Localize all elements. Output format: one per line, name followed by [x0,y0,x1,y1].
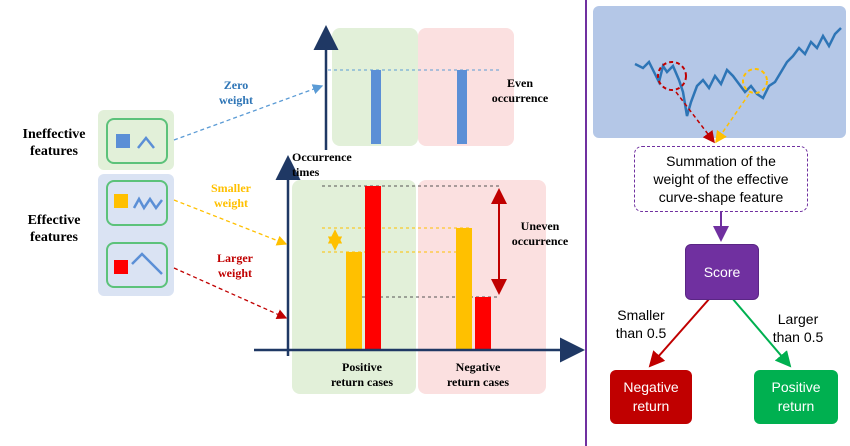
larger-weight-arrow [173,267,288,320]
smaller-weight-feature-card [106,180,168,226]
summation-box: Summation of the weight of the effective… [634,146,808,212]
bar-negative-red [475,297,491,350]
yellow-highlight-circle [742,68,768,94]
weight-diagram-svg [173,25,585,394]
score-to-positive-arrow [731,297,792,368]
top-bar-positive [371,70,381,144]
bar-positive-yellow [346,252,362,350]
effective-feature-panel [98,174,174,296]
ineffective-feature-card [106,118,168,164]
flow-connectors [648,91,792,368]
price-curve-line [634,27,842,117]
top-bar-negative [457,70,467,144]
negative-region [418,180,546,394]
vertical-divider [585,0,587,446]
yellow-shape-icon [114,194,163,211]
red-curve-to-summation-arrow [675,91,715,144]
smaller-weight-arrow [173,199,288,246]
bar-negative-yellow [456,228,472,350]
red-highlight-circle [657,61,687,91]
yellow-curve-to-summation-arrow [715,93,750,144]
bar-positive-red [365,186,381,350]
larger-weight-feature-card [106,242,168,288]
price-curve-panel [593,6,846,138]
score-to-negative-arrow [648,297,711,368]
blue-shape-icon [116,134,155,149]
zero-weight-arrow [173,84,324,141]
score-box: Score [685,244,759,300]
red-shape-icon [114,252,163,275]
